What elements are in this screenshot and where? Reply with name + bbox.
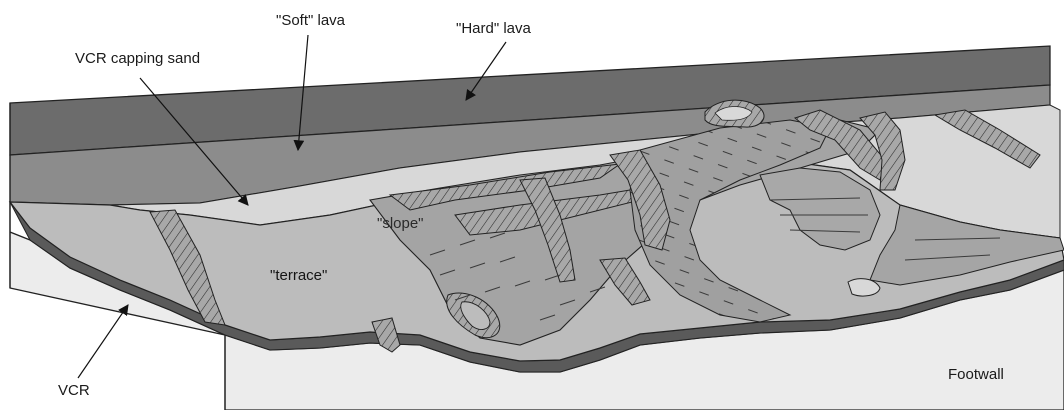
label-vcr-capping-sand: VCR capping sand [75, 50, 200, 67]
label-hard-lava: "Hard" lava [456, 20, 532, 37]
label-soft-lava: "Soft" lava [276, 12, 346, 29]
arrow-vcr [78, 305, 128, 378]
label-footwall: Footwall [948, 366, 1004, 383]
label-slope: "slope" [377, 215, 424, 232]
label-vcr: VCR [58, 382, 90, 399]
label-terrace: "terrace" [270, 267, 327, 284]
